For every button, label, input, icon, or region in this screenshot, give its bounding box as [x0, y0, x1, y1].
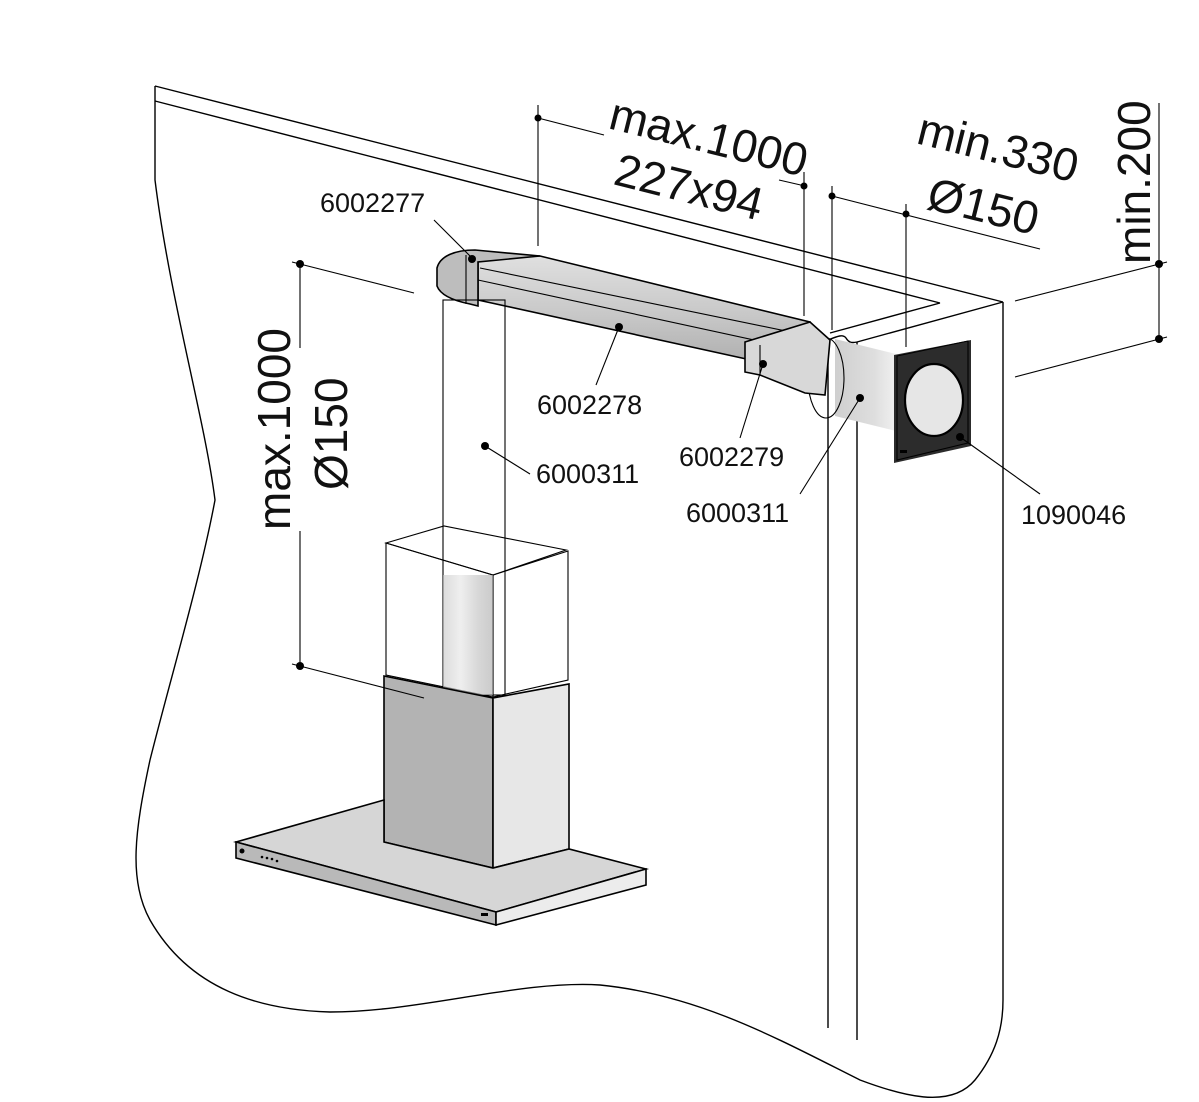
upper-chimney-top — [384, 525, 569, 576]
callout-dot — [956, 433, 964, 441]
control-buttons — [260, 855, 279, 863]
callout-dot — [856, 394, 864, 402]
callout-leader — [433, 219, 473, 259]
wall-notch — [827, 335, 858, 344]
part-label-round-duct-wall: 6000311 — [686, 498, 789, 528]
callout-leader — [484, 445, 531, 475]
wall-outline — [135, 85, 1004, 1099]
callout-leader — [595, 326, 620, 386]
callout-leader — [959, 436, 1041, 495]
lower-chimney — [383, 675, 570, 870]
dim-ext-line — [1014, 336, 1168, 378]
flat-duct-edge — [479, 267, 811, 337]
power-button-icon — [239, 848, 245, 854]
grille-logo — [900, 450, 907, 453]
ceiling-return — [829, 302, 941, 334]
dim-dot — [296, 662, 304, 670]
callout-dot — [481, 442, 489, 450]
flat-duct-seam — [477, 279, 801, 351]
callout-dot — [615, 323, 623, 331]
part-callouts: 6002277 6002278 6002279 6000311 6000311 … — [320, 188, 1126, 530]
dim-line — [831, 195, 1041, 250]
adapter-body — [744, 321, 831, 396]
wall-duct-body — [835, 339, 900, 432]
callout-dot — [468, 255, 476, 263]
elbow-body — [436, 249, 541, 308]
canopy-side — [495, 867, 647, 927]
dim-dot — [1155, 260, 1163, 268]
callout-dot — [759, 360, 767, 368]
dim-ext-line — [291, 261, 415, 294]
part-label-adapter: 6002279 — [679, 442, 784, 472]
dim-ext-line — [291, 663, 425, 699]
part-label-elbow: 6002277 — [320, 188, 425, 218]
dim-dot — [534, 114, 542, 122]
part-label-round-duct-vertical: 6000311 — [536, 459, 639, 489]
lower-chimney-front — [383, 675, 494, 870]
dim-vertical-length: max.1000 — [248, 328, 300, 530]
pipe-through-glass — [443, 575, 493, 695]
ceiling-edge-inner — [154, 100, 941, 304]
upper-chimney — [384, 525, 569, 698]
part-label-wall-grille: 1090046 — [1021, 500, 1126, 530]
wall-top-face — [856, 301, 1004, 343]
wall-break-line — [135, 86, 1004, 1099]
dim-vertical-diameter: Ø150 — [305, 377, 357, 490]
ceiling-edge-top — [154, 85, 1004, 303]
wall-grille — [894, 340, 971, 463]
dim-dot — [902, 210, 910, 218]
dim-dot — [296, 260, 304, 268]
dim-ceiling-clearance: min.200 — [1108, 100, 1160, 264]
dim-dot — [828, 192, 836, 200]
callout-leader — [799, 397, 861, 495]
dim-dot — [1155, 335, 1163, 343]
upper-chimney-side — [492, 550, 569, 698]
dimension-lines — [291, 103, 1168, 699]
dim-dot — [800, 182, 808, 190]
lower-chimney-side — [492, 683, 570, 870]
grille-circle — [903, 362, 965, 438]
elbow — [436, 249, 541, 308]
hood-canopy — [232, 798, 650, 927]
callout-leader — [739, 363, 764, 439]
part-label-flat-duct: 6002278 — [537, 390, 642, 420]
dim-line — [537, 117, 605, 136]
brand-logo — [481, 913, 488, 916]
adapter — [744, 321, 831, 396]
dim-ext-line — [1014, 261, 1168, 302]
